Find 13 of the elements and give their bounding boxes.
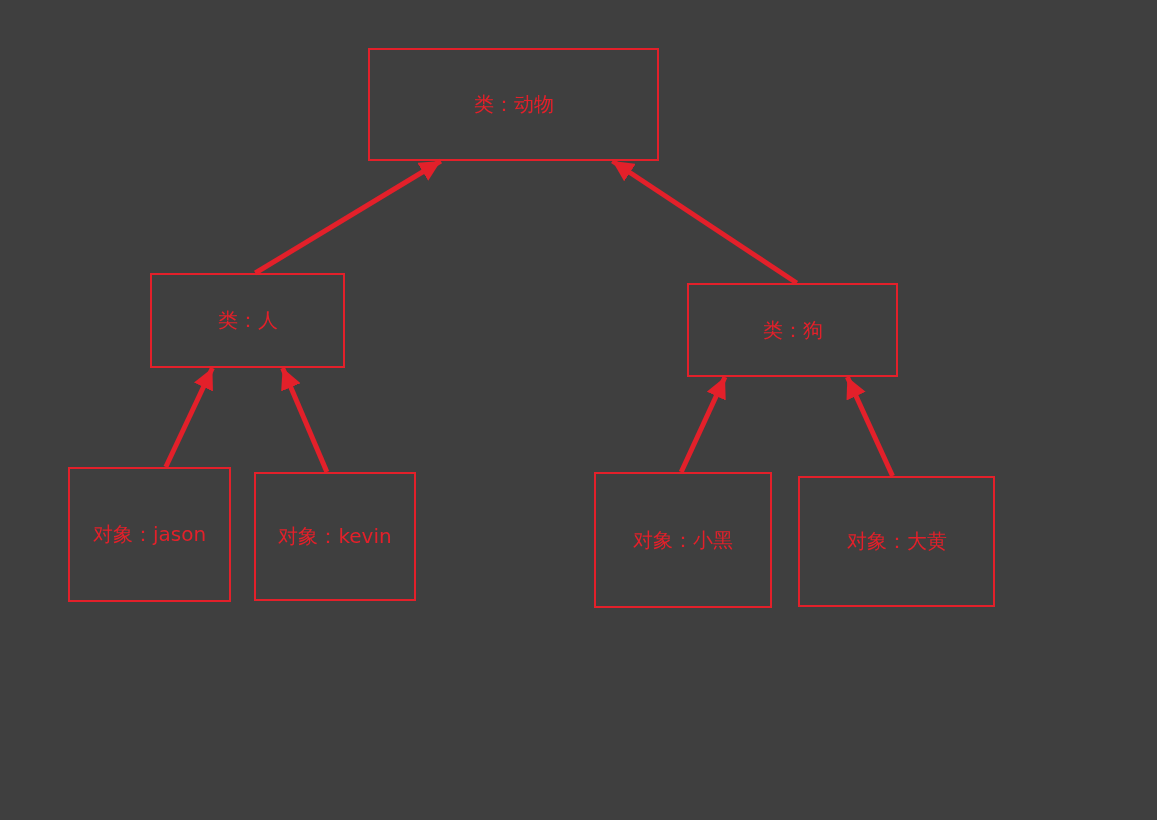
class-box: 类：狗 bbox=[687, 283, 898, 377]
object-box: 对象：kevin bbox=[254, 472, 416, 601]
arrow bbox=[845, 375, 895, 478]
class-box: 类：动物 bbox=[368, 48, 659, 161]
arrow bbox=[254, 158, 443, 276]
arrow bbox=[611, 158, 799, 286]
arrow bbox=[280, 367, 330, 473]
arrow bbox=[163, 366, 215, 469]
object-box: 对象：jason bbox=[68, 467, 231, 602]
arrow bbox=[678, 375, 728, 474]
object-box: 对象：小黑 bbox=[594, 472, 772, 608]
class-box: 类：人 bbox=[150, 273, 345, 368]
object-box: 对象：大黄 bbox=[798, 476, 995, 607]
